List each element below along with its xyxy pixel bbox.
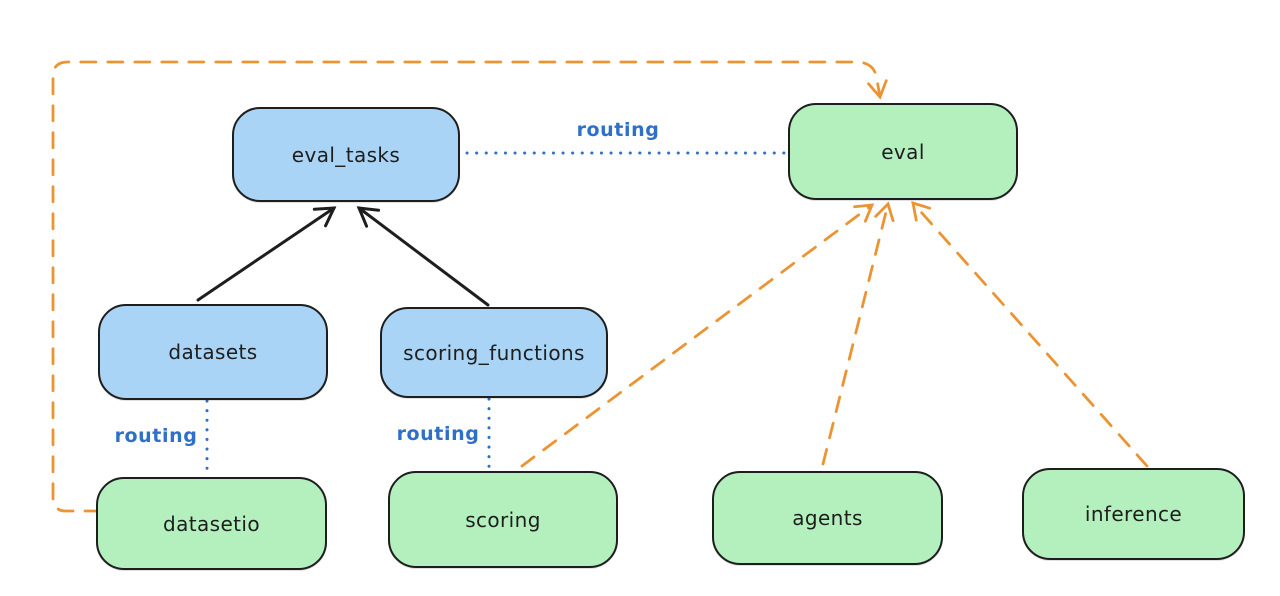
node-scoring: scoring bbox=[388, 471, 618, 568]
edge-scoring_functions-eval_tasks-arrow bbox=[356, 206, 490, 307]
node-inference-label: inference bbox=[1084, 502, 1183, 526]
node-datasetio-label: datasetio bbox=[162, 511, 260, 536]
edge-inference-eval-arrow bbox=[911, 200, 1149, 468]
node-agents-label: agents bbox=[792, 506, 863, 530]
node-scoring-label: scoring bbox=[465, 507, 541, 532]
node-eval: eval bbox=[788, 103, 1018, 200]
node-eval_tasks: eval_tasks bbox=[232, 107, 460, 202]
node-datasets-label: datasets bbox=[168, 340, 258, 364]
node-datasetio: datasetio bbox=[96, 477, 327, 570]
node-datasets: datasets bbox=[98, 304, 328, 400]
edge-datasets-eval_tasks-arrow bbox=[196, 206, 337, 302]
node-eval-label: eval bbox=[881, 139, 925, 164]
node-scoring_functions-label: scoring_functions bbox=[403, 340, 585, 365]
routing-label-eval_tasks-eval: routing bbox=[576, 119, 660, 141]
routing-label-scoring_functions-scoring: routing bbox=[396, 423, 480, 445]
node-eval_tasks-label: eval_tasks bbox=[291, 142, 401, 167]
node-inference: inference bbox=[1022, 468, 1245, 560]
edge-datasetio-eval-arrow bbox=[51, 60, 888, 513]
edge-scoring-eval-arrow bbox=[520, 203, 875, 468]
node-agents: agents bbox=[712, 471, 943, 565]
edge-agents-eval-arrow bbox=[821, 201, 895, 466]
node-scoring_functions: scoring_functions bbox=[380, 307, 608, 398]
routing-label-datasets-datasetio: routing bbox=[114, 425, 198, 447]
